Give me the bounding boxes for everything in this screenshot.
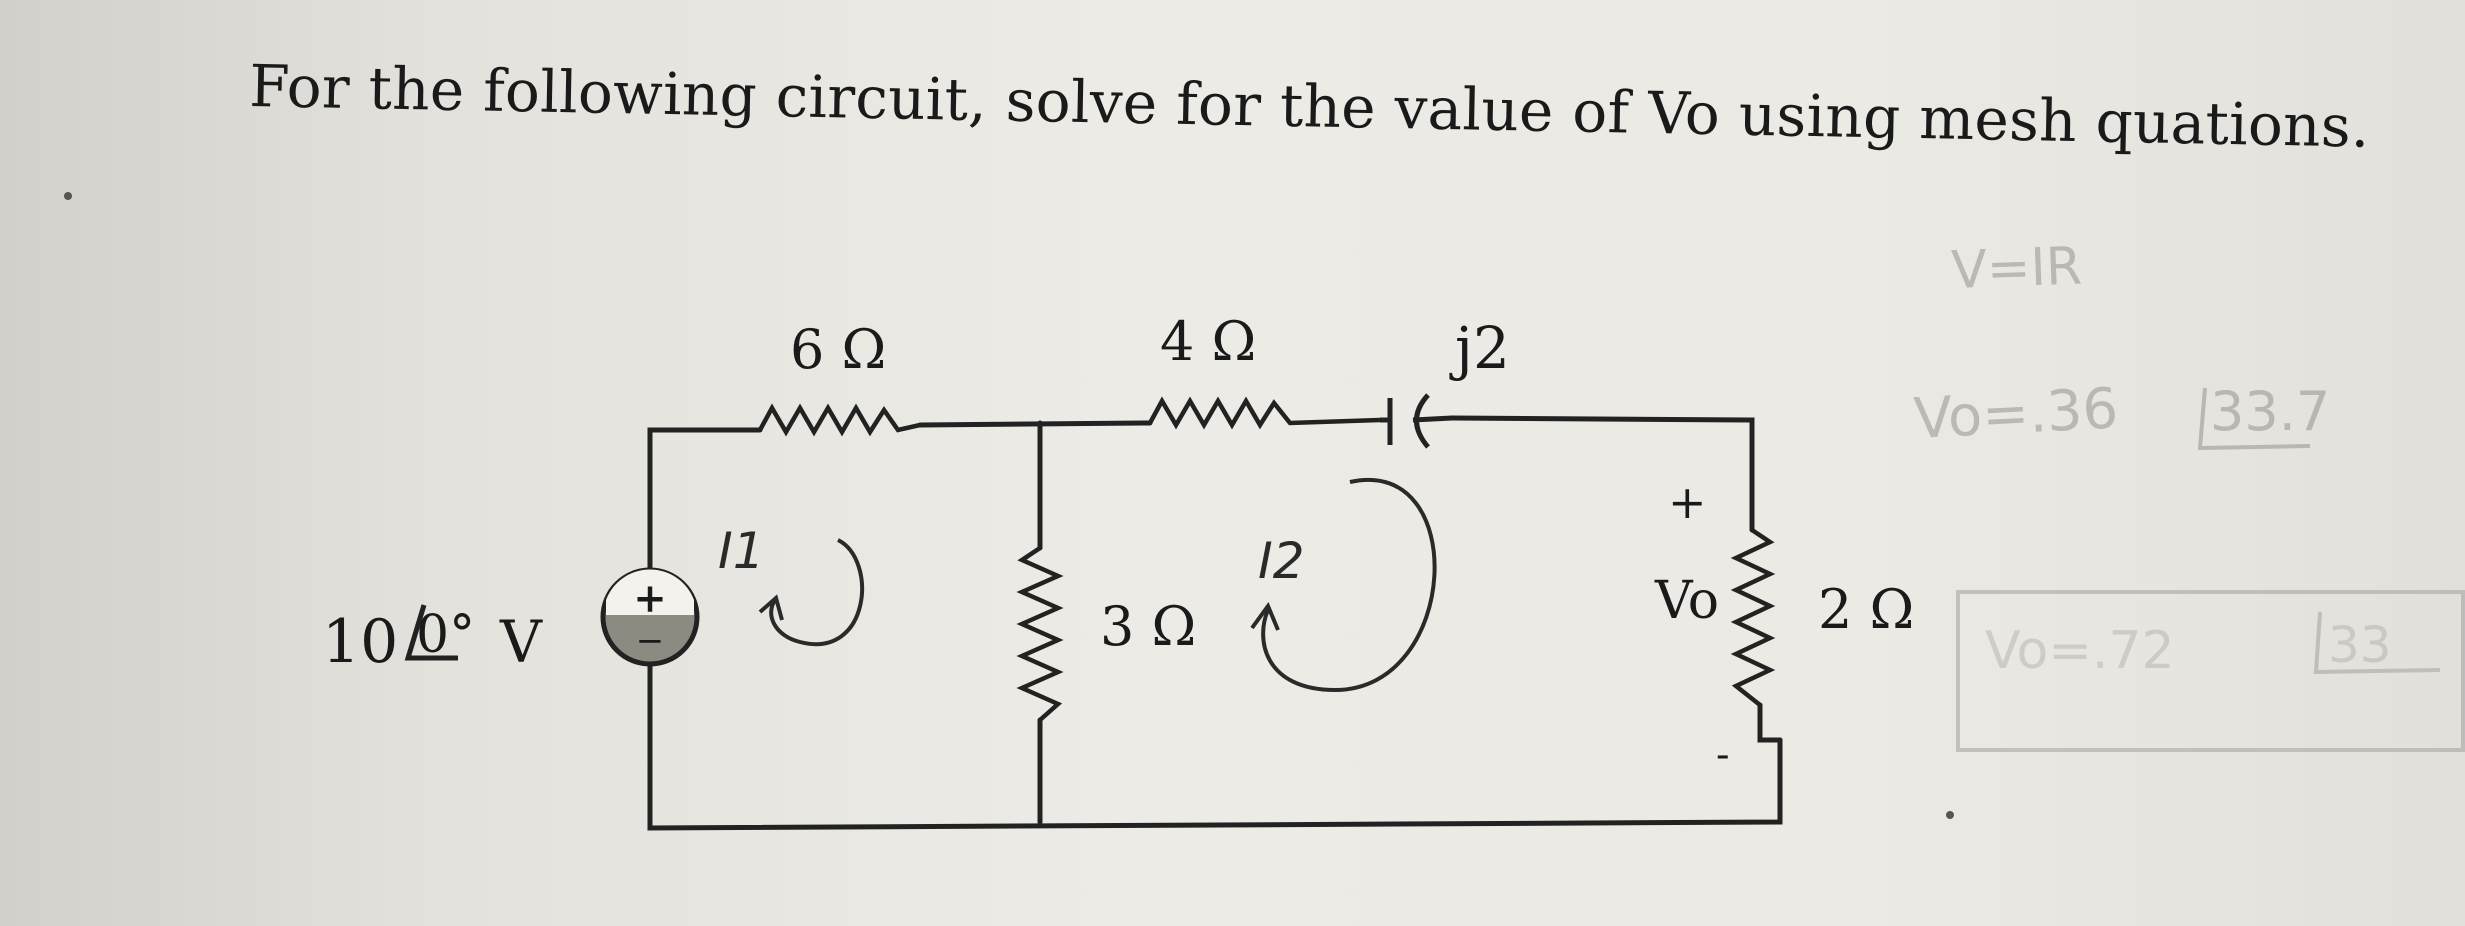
source-minus-sign: − bbox=[636, 621, 665, 661]
label-6-ohm: 6 Ω bbox=[790, 318, 886, 381]
stray-dot-right bbox=[1946, 811, 1954, 819]
voltage-source: + − bbox=[600, 567, 700, 667]
source-label: 10 0° V bbox=[322, 604, 543, 677]
vo-plus-sign: + bbox=[1668, 475, 1707, 529]
mesh-current-1-label: I1 bbox=[718, 522, 765, 580]
source-unit: V bbox=[499, 608, 543, 676]
vo-label: Vo bbox=[1654, 571, 1719, 631]
resistor-6-ohm bbox=[758, 403, 921, 437]
resistor-3-ohm bbox=[1016, 546, 1064, 722]
capacitor-j2 bbox=[1380, 393, 1453, 449]
note-answer-angle: 33.7 bbox=[2210, 380, 2330, 443]
circuit-wires bbox=[647, 415, 1783, 831]
mesh-current-1: I1 bbox=[718, 522, 865, 647]
handwritten-notes: V=IR Vo=.36 33.7 Vo=.72 33 bbox=[1912, 236, 2465, 752]
label-j2: j2 bbox=[1449, 314, 1510, 382]
source-magnitude: 10 bbox=[322, 607, 398, 677]
note-boxed-prefix: Vo=.72 bbox=[1985, 621, 2175, 681]
stray-dot-left bbox=[64, 192, 72, 200]
note-answer-box bbox=[1956, 590, 2465, 752]
source-angle: 0° bbox=[416, 605, 475, 665]
label-3-ohm: 3 Ω bbox=[1100, 595, 1196, 658]
label-4-ohm: 4 Ω bbox=[1160, 310, 1256, 373]
resistor-4-ohm bbox=[1148, 396, 1381, 430]
note-formula: V=IR bbox=[1950, 236, 2083, 301]
note-boxed-angle-symbol bbox=[2313, 611, 2441, 675]
resistor-2-ohm bbox=[1730, 528, 1776, 707]
mesh-current-2-label: I2 bbox=[1258, 532, 1305, 590]
note-boxed-angle: 33 bbox=[2328, 616, 2392, 674]
label-2-ohm: 2 Ω bbox=[1818, 578, 1914, 641]
vo-minus-sign: - bbox=[1716, 732, 1730, 778]
angle-symbol bbox=[404, 604, 458, 661]
mesh-current-2: I2 bbox=[1250, 477, 1437, 693]
source-plus-sign: + bbox=[633, 575, 667, 622]
note-angle-symbol bbox=[2197, 387, 2311, 451]
note-answer-prefix: Vo=.36 bbox=[1912, 376, 2119, 452]
